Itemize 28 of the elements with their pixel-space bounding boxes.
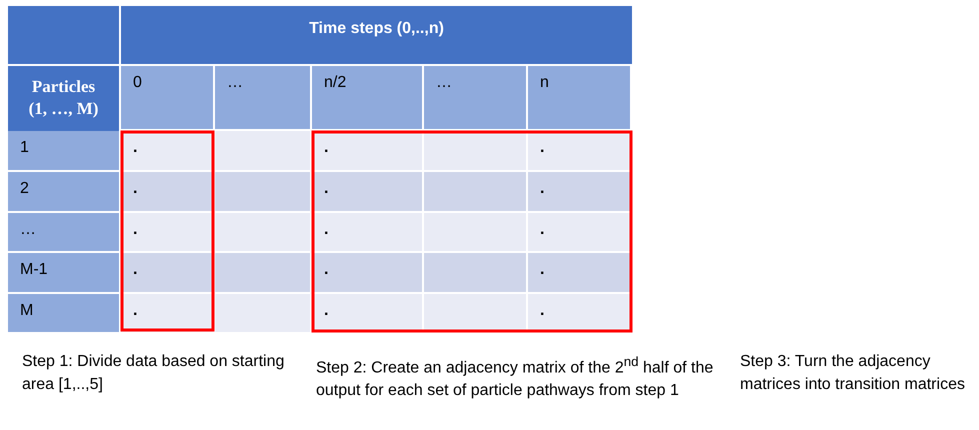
row-label: 2 [8, 172, 119, 211]
data-cell: . [312, 131, 422, 170]
data-cell: . [528, 294, 630, 332]
data-cell: . [312, 213, 422, 251]
data-cell: . [528, 131, 630, 170]
data-cell: . [121, 253, 213, 292]
row-label: 1 [8, 131, 119, 170]
data-cell: . [528, 213, 630, 251]
data-cell: . [312, 253, 422, 292]
data-cell: . [312, 294, 422, 332]
step-note: Step 1: Divide data based on starting area [1,..,5] [22, 352, 286, 395]
data-cell: . [528, 253, 630, 292]
step-note: Step 2: Create an adjacency matrix of the 2$^{nd}$ half of the output for each set of particle pathways from step 1 [316, 353, 714, 402]
column-header: 0 [121, 66, 213, 129]
data-cell: . [121, 172, 213, 211]
row-group-header: Particles (1, …, M) [8, 66, 119, 131]
row-label: … [8, 213, 119, 251]
data-cell: . [312, 172, 422, 211]
column-group-header: Time steps (0,..,n) [121, 6, 632, 64]
step-note: Step 3: Turn the adjacency matrices into transition matrices [740, 352, 966, 395]
data-cell: . [528, 172, 630, 211]
column-header: n/2 [312, 66, 422, 129]
column-header: … [215, 66, 310, 129]
column-header: n [528, 66, 630, 129]
row-label: M [8, 294, 119, 332]
column-header: … [424, 66, 526, 129]
row-label: M-1 [8, 253, 119, 292]
data-cell: . [121, 213, 213, 251]
